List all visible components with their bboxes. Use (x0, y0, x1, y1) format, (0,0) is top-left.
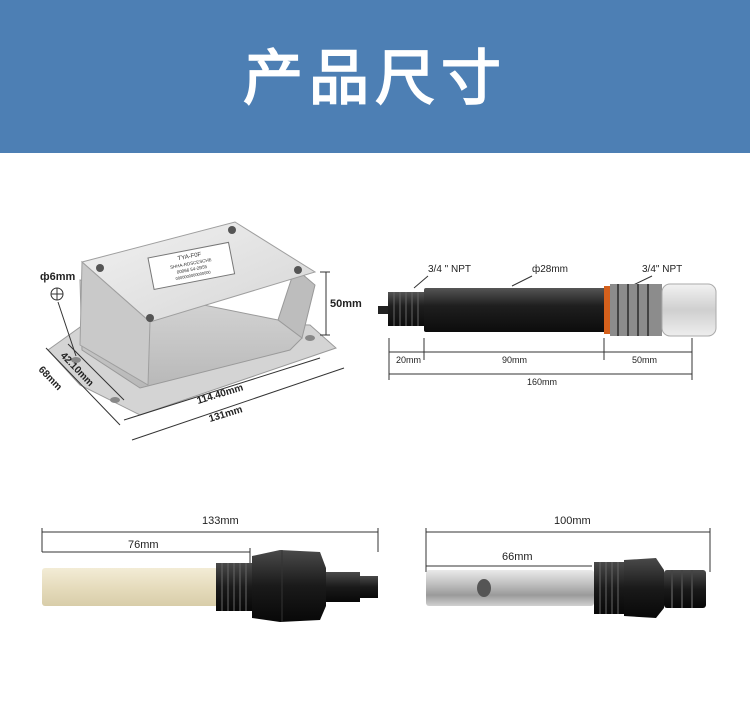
probe-clear-tip (661, 283, 717, 337)
mounting-hole (71, 357, 81, 363)
screw-icon (228, 226, 236, 234)
page-title: 产品尺寸 (243, 44, 507, 114)
thread-right-label: 3/4" NPT (642, 264, 682, 275)
label-line: 00066 54-2B55 (176, 264, 208, 275)
screw-icon (294, 266, 302, 274)
segment-1-label: 20mm (396, 355, 421, 365)
header-banner: 产品尺寸 (0, 0, 750, 153)
crosshair-icon (50, 287, 64, 301)
mounting-hole (305, 335, 315, 341)
white-probe-cap (326, 572, 360, 602)
steel-probe-gland (664, 570, 706, 608)
total-length-label: 160mm (527, 377, 557, 387)
probe-shaft (424, 288, 604, 332)
white-probe-end (360, 576, 378, 598)
segment-2-label: 90mm (502, 355, 527, 365)
steel-probe-total-label: 100mm (554, 515, 591, 527)
steel-probe-figure: 100mm 66mm (425, 515, 711, 618)
black-probe-figure: 3/4 " NPT ф28mm 3/4" NPT 20mm 90mm 50mm … (378, 263, 717, 387)
device-label-plate (147, 241, 236, 290)
segment-3-label: 50mm (632, 355, 657, 365)
label-line: 0000000000000000 (175, 269, 212, 281)
probe-thread-2 (577, 288, 607, 332)
mounting-hole (110, 397, 120, 403)
white-probe-partial-label: 76mm (128, 539, 159, 551)
screw-icon (146, 314, 154, 322)
hole-diameter-label: ф6mm (40, 271, 76, 283)
steel-probe-tube (426, 570, 594, 606)
depth-label: 68mm (36, 364, 64, 393)
white-probe-total-label: 133mm (202, 515, 239, 527)
screw-icon (96, 264, 104, 272)
label-line: TYA-F0F (177, 252, 202, 263)
enclosure-figure: TYA-F0F SHHA-RDSCESCHE 00066 54-2B55 000… (36, 221, 362, 441)
white-probe-nut (252, 550, 326, 622)
probe-oring (604, 286, 610, 334)
probe-pin (378, 306, 390, 314)
steel-probe-nut (624, 558, 664, 618)
steel-probe-partial-label: 66mm (502, 551, 533, 563)
diameter-label: ф28mm (532, 263, 568, 275)
white-probe-tube (42, 568, 218, 606)
thread-left-label: 3/4 " NPT (428, 264, 471, 275)
height-label: 50mm (330, 298, 362, 310)
steel-probe-thread (594, 562, 624, 614)
white-probe-figure: 133mm 76mm (41, 515, 379, 622)
length-label: 131mm (208, 404, 244, 425)
steel-probe-hole (477, 579, 491, 597)
